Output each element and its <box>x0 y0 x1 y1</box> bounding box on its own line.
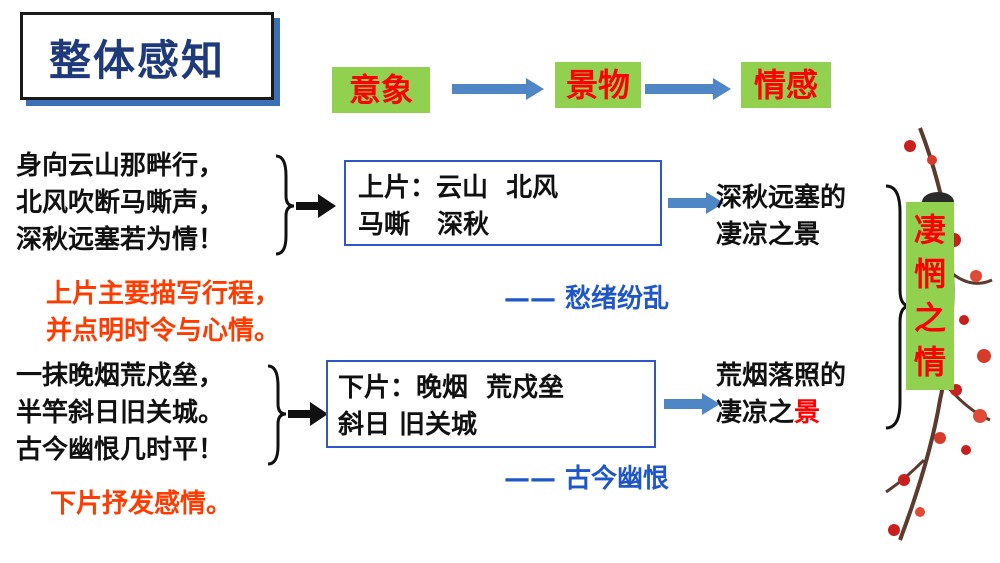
flow-arrow-2 <box>645 78 731 100</box>
flow-item-imagery: 意象 <box>332 67 430 113</box>
upper-imagery-line: 上片：云山 北风 <box>358 173 559 203</box>
conclusion-box: 凄 惘 之 情 <box>906 202 954 390</box>
upper-imagery-line: 马嘶 深秋 <box>358 210 490 240</box>
upper-poem-line: 深秋远塞若为情！ <box>16 225 225 255</box>
lower-scene-line: 凄凉之景 <box>716 398 821 428</box>
upper-poem-line: 北风吹断马嘶声， <box>16 188 225 218</box>
scene-highlight: 景 <box>794 398 821 428</box>
conclusion-char: 情 <box>913 343 946 381</box>
upper-summary-line: 上片主要描写行程， <box>46 279 281 309</box>
flow-item-scenery: 景物 <box>555 62 641 108</box>
lower-poem-line: 古今幽恨几时平！ <box>16 435 225 465</box>
lower-emotion: —— 古今幽恨 <box>504 464 670 494</box>
title-box: 整体感知 <box>20 12 274 100</box>
lower-poem: 一抹晚烟荒戍垒， 半竿斜日旧关城。 古今幽恨几时平！ <box>16 358 224 469</box>
conclusion-char: 之 <box>913 299 946 337</box>
flow-arrow-1 <box>452 78 544 100</box>
upper-scene: 深秋远塞的 凄凉之景 <box>716 180 846 254</box>
upper-poem-line: 身向云山那畔行， <box>16 151 225 181</box>
lower-imagery-box: 下片：晚烟 荒戍垒 斜日 旧关城 <box>326 360 656 448</box>
conclusion-char: 凄 <box>913 211 946 249</box>
lower-imagery-line: 下片：晚烟 荒戍垒 <box>338 373 565 403</box>
lower-box-arrow <box>664 393 720 415</box>
lower-scene-line: 荒烟落照的 <box>716 361 847 391</box>
upper-emotion: —— 愁绪纷乱 <box>504 284 670 314</box>
flow-item-emotion: 情感 <box>741 62 831 108</box>
lower-scene: 荒烟落照的 凄凉之景 <box>716 358 846 432</box>
lower-poem-line: 一抹晚烟荒戍垒， <box>16 361 225 391</box>
lower-poem-line: 半竿斜日旧关城。 <box>16 398 225 428</box>
lower-brace-arrow <box>267 364 328 466</box>
upper-summary-line: 并点明时令与心情。 <box>46 316 281 346</box>
upper-poem: 身向云山那畔行， 北风吹断马嘶声， 深秋远塞若为情！ <box>16 148 224 259</box>
upper-brace-arrow <box>275 154 336 256</box>
upper-box-arrow <box>668 192 724 214</box>
conclusion-char: 惘 <box>913 255 946 293</box>
page-title: 整体感知 <box>49 36 226 85</box>
upper-scene-line: 深秋远塞的 <box>716 183 847 213</box>
lower-summary: 下片抒发感情。 <box>50 489 233 519</box>
upper-scene-line: 凄凉之景 <box>716 220 821 250</box>
upper-imagery-box: 上片：云山 北风 马嘶 深秋 <box>344 160 662 246</box>
lower-imagery-line: 斜日 旧关城 <box>338 410 478 440</box>
upper-summary: 上片主要描写行程， 并点明时令与心情。 <box>46 276 280 350</box>
